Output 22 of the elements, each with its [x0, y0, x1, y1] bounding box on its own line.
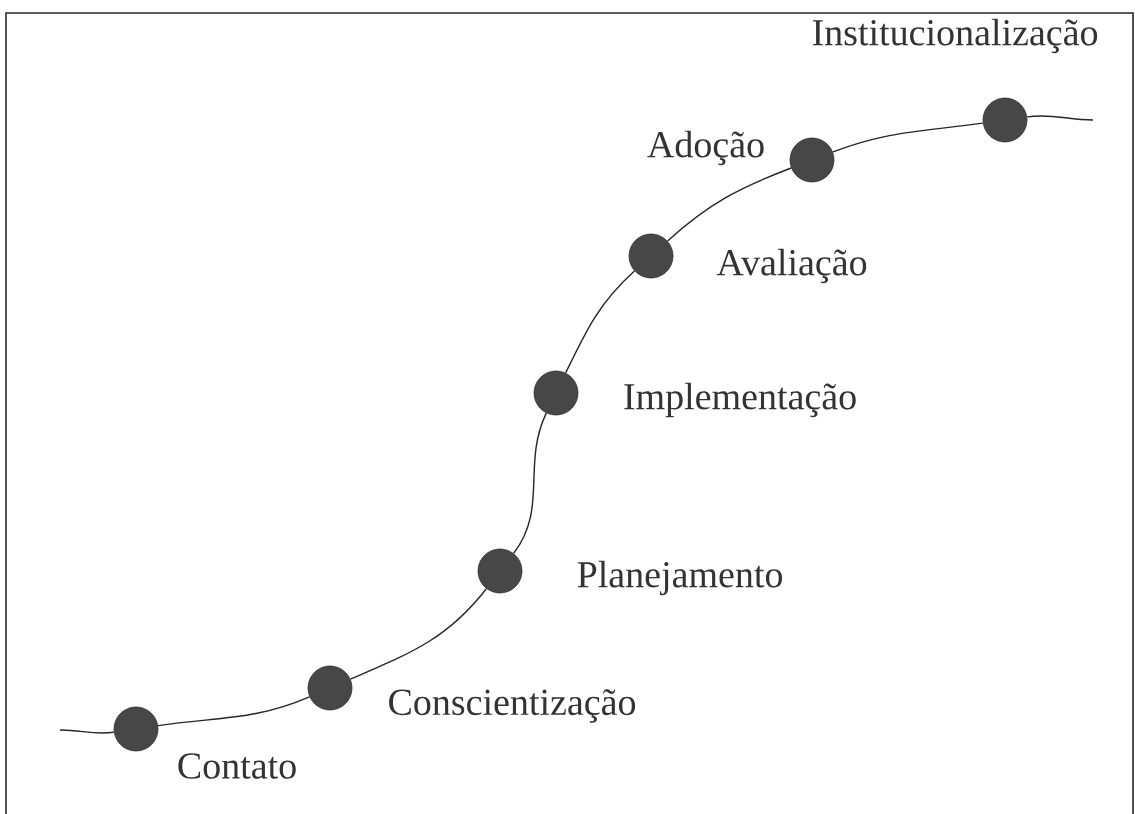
- stage-label: Avaliação: [716, 248, 867, 284]
- stage-dot: [533, 370, 579, 416]
- curve-segment: [349, 588, 488, 680]
- stage-dot: [113, 706, 159, 752]
- curve-segment: [832, 122, 984, 153]
- curve-segment: [565, 270, 636, 374]
- stage-label: Adoção: [647, 130, 764, 166]
- stage-label: Conscientização: [389, 689, 636, 723]
- stage-dot: [477, 548, 523, 594]
- stage-dot: [628, 233, 674, 279]
- curve-segment: [666, 167, 792, 242]
- stage-dot: [307, 665, 353, 711]
- stage-label: Contato: [178, 753, 296, 779]
- stage-label: Institucionalização: [812, 18, 1098, 54]
- curve-segment: [512, 412, 547, 554]
- stage-label: Planejamento: [577, 560, 782, 596]
- curve-segment: [1026, 115, 1094, 121]
- stage-dot: [982, 97, 1028, 143]
- curve-segment: [59, 729, 115, 734]
- curve-segment: [157, 696, 311, 727]
- stage-dot: [789, 137, 835, 183]
- stage-label: Implementação: [624, 382, 856, 418]
